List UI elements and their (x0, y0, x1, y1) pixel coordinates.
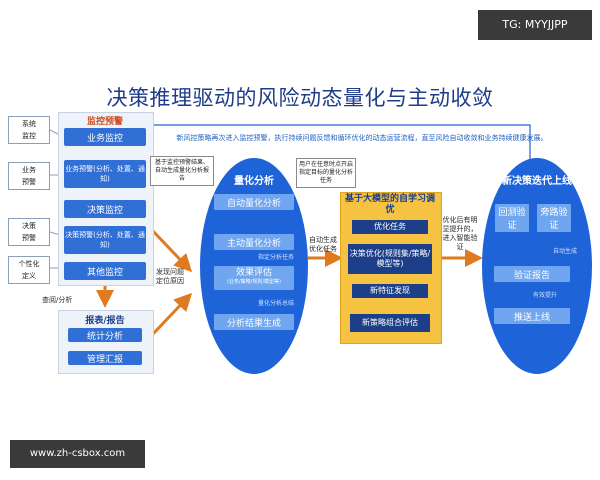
user-task-callout: 用户在任意时点开启指定目标的量化分析任务 (296, 158, 356, 188)
assign-task-note: 指定分析任务 (258, 254, 295, 261)
effective-note: 有效提升 (533, 292, 558, 299)
effect-eval-label: 效果评估 (235, 268, 272, 278)
quant-title: 量化分析 (234, 176, 274, 187)
business-alert-button[interactable]: 业务预警(分析、处置、通知) (64, 160, 146, 188)
result-gen-button[interactable]: 分析结果生成 (214, 314, 294, 330)
report-panel-title: 报表/报告 (85, 316, 125, 326)
label-system-monitor: 系统 监控 (8, 116, 50, 144)
effect-eval-sub: (业务/策略/规则/模型等) (227, 279, 281, 285)
active-quant-button[interactable]: 主动量化分析 (214, 234, 294, 250)
query-analysis-label: 查阅/分析 (42, 296, 73, 304)
launch-title: 新决策迭代上线 (502, 176, 572, 187)
model-title: 基于大模型的自学习调优 (344, 194, 435, 215)
statistics-button[interactable]: 统计分析 (68, 328, 142, 342)
management-report-button[interactable]: 管理汇报 (68, 351, 142, 365)
effect-eval-button[interactable]: 效果评估 (业务/策略/规则/模型等) (214, 266, 294, 290)
url-watermark: www.zh-csbox.com (10, 440, 145, 468)
bypass-button[interactable]: 旁路验证 (537, 204, 571, 232)
tg-watermark: TG: MYYJJPP (478, 10, 592, 40)
business-monitor-button[interactable]: 业务监控 (64, 128, 146, 146)
monitor-panel-title: 监控预警 (86, 117, 123, 127)
new-feature-button[interactable]: 新特征发现 (352, 284, 428, 298)
quant-summary-note: 量化分析总结 (258, 300, 295, 307)
other-monitor-button[interactable]: 其他监控 (64, 262, 146, 280)
decision-optimize-button[interactable]: 决策优化(规则集/策略/模型等) (348, 244, 432, 274)
verify-label: 优化后有明显提升的，进入智能验证 (442, 216, 478, 251)
banner-text: 新风控策略再次进入监控预警，执行持续问题反馈和循环优化的动态运营流程，直至风险自… (176, 134, 548, 142)
decision-monitor-button[interactable]: 决策监控 (64, 200, 146, 218)
auto-quant-button[interactable]: 自动量化分析 (214, 194, 294, 210)
quant-callout: 基于监控预警结果、自动生成量化分析报告 (150, 156, 214, 186)
new-strategy-button[interactable]: 新策略组合评估 (350, 314, 430, 332)
push-online-button[interactable]: 推送上线 (494, 308, 570, 324)
decision-alert-button[interactable]: 决策预警(分析、处置、通知) (64, 226, 146, 254)
auto-gen-note: 自动生成 (553, 248, 578, 255)
backtest-button[interactable]: 回测验证 (495, 204, 529, 232)
label-business-alert: 业务 预警 (8, 162, 50, 190)
page-title: 决策推理驱动的风险动态量化与主动收敛 (106, 86, 494, 110)
verify-report-button[interactable]: 验证报告 (494, 266, 570, 282)
auto-task-label: 自动生成优化任务 (309, 236, 337, 253)
find-problem-label: 发现问题 定位原因 (156, 268, 184, 285)
label-custom-define: 个性化 定义 (8, 256, 50, 284)
optimize-task-button[interactable]: 优化任务 (352, 220, 428, 234)
label-decision-alert: 决策 预警 (8, 218, 50, 246)
